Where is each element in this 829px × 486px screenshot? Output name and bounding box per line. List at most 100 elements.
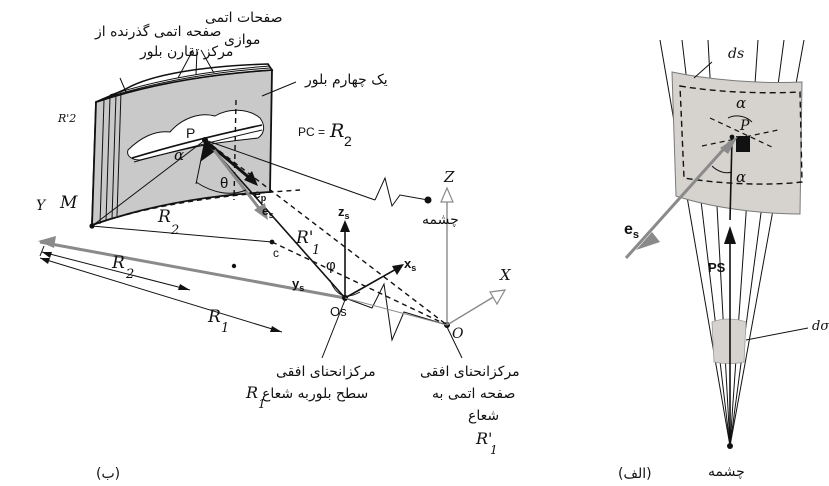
zigzag-to-source [374,176,429,208]
dashed-box [679,85,803,185]
sym-R2-b-sub: 2 [125,267,134,282]
source-point [424,196,432,204]
sym-Os: Os [330,304,347,319]
xs-arrowhead [392,264,404,275]
sym-R1prime: R' [295,228,313,248]
sym-alpha-mid: α [736,168,746,186]
label-plane-center-2: صفحه اتمی به [432,386,515,402]
phi-arc [329,279,361,297]
fan-line-1 [659,39,731,447]
plane-layer-2 [105,96,111,222]
es-vector-a [624,140,732,260]
es-vector [212,149,264,213]
zigzag-Os-O [344,282,448,342]
X-axis [446,295,496,326]
midpoint-R2 [231,263,237,269]
normal-wedge [200,140,214,162]
alpha-arc-mid [711,165,733,174]
vertical-dashed [233,99,237,201]
sym-R2-a-sub: 2 [170,223,179,238]
alpha-arc-top [727,115,753,123]
leader-dsigma [745,327,809,341]
sym-O: O [452,326,464,342]
sym-es-b: es [262,204,274,220]
point-P-a [729,134,735,140]
ep-vector [207,141,253,182]
sym-ds: ds [728,46,744,62]
dim-R1-arrow-l [40,258,50,264]
sym-P: P [186,125,195,141]
X-arrowhead [489,289,507,306]
sym-R2-a: R [157,207,171,227]
sym-zs: zs [338,204,350,221]
caption-b: (ب) [96,466,120,482]
y-axis-arrowhead [38,236,56,248]
Z-arrowhead [440,186,454,203]
top-layer-1 [101,67,271,100]
bottom-dashed-arc [91,189,301,226]
dim-R2 [41,251,191,291]
panel-b: صفحه اتمی گذرنده از مرکز تقارن بلور صفحا… [36,10,520,482]
top-layer-2 [109,65,271,96]
sym-X: X [499,266,512,284]
sym-P-a: P [739,118,750,134]
leader-plane-center-O [446,326,463,359]
leader-parallel-2 [195,49,198,76]
source-point-a [727,443,733,449]
sym-alpha-top: α [736,94,746,112]
plane-layer-1 [99,99,105,225]
R2-line [91,225,273,243]
leader-quarter [261,81,297,97]
sym-alpha-b: α [174,146,184,164]
sym-PS: PS [708,260,726,275]
Os-to-O-gray [344,297,448,326]
label-source-a: چشمه [708,464,745,480]
sym-R1: R [207,307,221,327]
label-plane-through-center: صفحه اتمی گذرنده از مرکز تقارن بلور [94,23,233,60]
sym-xs: xs [404,256,416,273]
point-P-marker [736,136,750,152]
theta-arc [195,181,247,194]
es-arrowhead-a2 [720,136,738,154]
leader-ds [693,61,713,79]
label-plane-center-R: R' [475,429,492,448]
dim-R2-arrow-r [178,284,190,290]
sym-R2-b: R [111,253,125,273]
label-pc-R: R [329,120,344,142]
label-source-b: چشمه [422,212,459,228]
ep-arrowhead [244,171,258,186]
leader-plane-center [119,77,127,93]
leader-crystal-center [321,299,346,359]
xs-axis [344,267,399,299]
point-c [269,239,275,245]
sym-R1prime-sub: 1 [312,243,320,258]
panel-a: ds α P α es PS dσ چشمه (الف) [618,39,829,482]
plane-layer-4 [116,91,122,217]
label-crystal-center-R-sub: 1 [258,397,266,411]
normal-dashed [709,117,775,149]
es-arrowhead-a [636,232,660,250]
label-quarter-crystal: یک چهارم بلور [304,72,388,88]
label-crystal-center-1: مرکزانحنای افقی [276,364,376,380]
label-parallel-planes-2: موازی [224,32,260,48]
crystal-top-face [95,63,274,103]
sym-c: c [273,246,279,260]
plane-layer-3 [111,93,117,220]
leader-parallel-3 [200,49,215,74]
dim-R1-arrow-r [270,326,282,332]
label-plane-center-1: مرکزانحنای افقی [420,364,520,380]
sym-phi: φ [326,257,336,274]
ray-M-to-P [91,139,206,227]
sym-theta: θ [220,175,228,192]
theta-ref-line [195,139,206,185]
leader-parallel-1 [177,49,194,79]
ray-P-to-source [204,139,376,201]
sym-R1-sub: 1 [221,321,229,336]
label-parallel-planes-1: صفحات اتمی [205,10,282,26]
horizontal-axis-line [39,240,346,300]
sym-Z: Z [443,168,455,186]
dim-R2-extension-1 [39,245,45,257]
label-pc-2: 2 [344,133,352,149]
sym-Y: Y [36,198,47,214]
